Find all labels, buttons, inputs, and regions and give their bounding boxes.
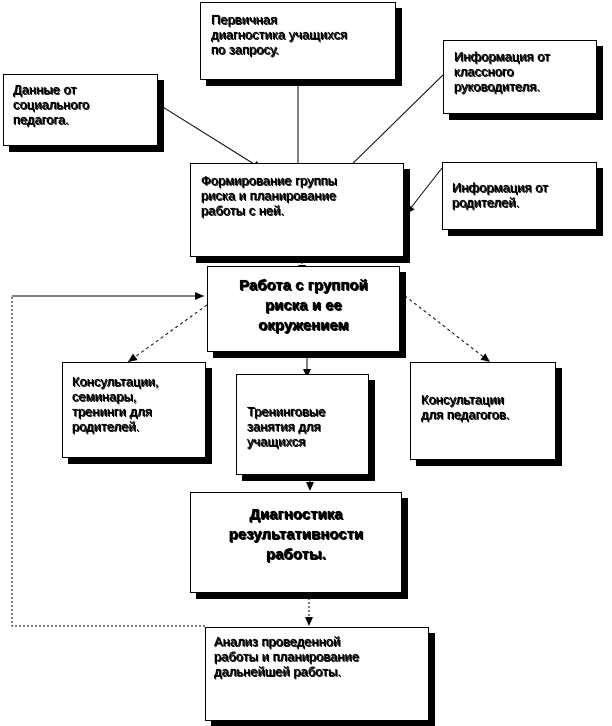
text-teacher-consultations: Консультации для педагогов. [421, 392, 510, 422]
arrow-work-to-teacher-consult [399, 291, 491, 363]
arrow-social-to-planning [157, 103, 263, 170]
arrow-work-to-parent-consult [127, 304, 208, 363]
text-student-trainings: Тренинговые занятия для учащихся [247, 404, 326, 449]
text-social-pedagogue: Данные от социального педагога. [13, 82, 90, 127]
text-effectiveness-diagnostics: Диагностика результативности работы. [228, 506, 364, 563]
box-analysis-planning [205, 627, 429, 721]
box-primary-diagnostics [200, 2, 396, 80]
text-risk-group-planning: Формирование группы риска и планирование… [201, 173, 338, 218]
box-effectiveness-diagnostics [190, 492, 402, 593]
text-primary-diagnostics: Первичная диагностика учащихся по запрос… [211, 12, 348, 57]
box-risk-group-planning [190, 163, 404, 257]
box-teacher-consultations [410, 362, 556, 460]
arrow-teacher-to-planning [343, 74, 444, 173]
box-social-pedagogue [3, 74, 158, 146]
box-risk-group-work [207, 266, 400, 352]
box-student-trainings [236, 374, 369, 475]
text-risk-group-work: Работа с группой риска и ее окружением [239, 277, 368, 334]
box-parent-consultations [62, 362, 206, 458]
text-analysis-planning: Анализ проведенной работы и планирование… [214, 634, 360, 679]
feedback-loop-line [11, 296, 205, 627]
text-parents-info: Информация от родителей. [452, 180, 549, 210]
arrow-parents-to-planning [405, 167, 443, 215]
text-parent-consultations: Консультации, семинары, тренинги для род… [72, 374, 159, 434]
box-class-teacher [443, 40, 597, 114]
text-class-teacher: Информация от классного руководителя. [454, 49, 551, 94]
box-parents-info [442, 162, 597, 230]
